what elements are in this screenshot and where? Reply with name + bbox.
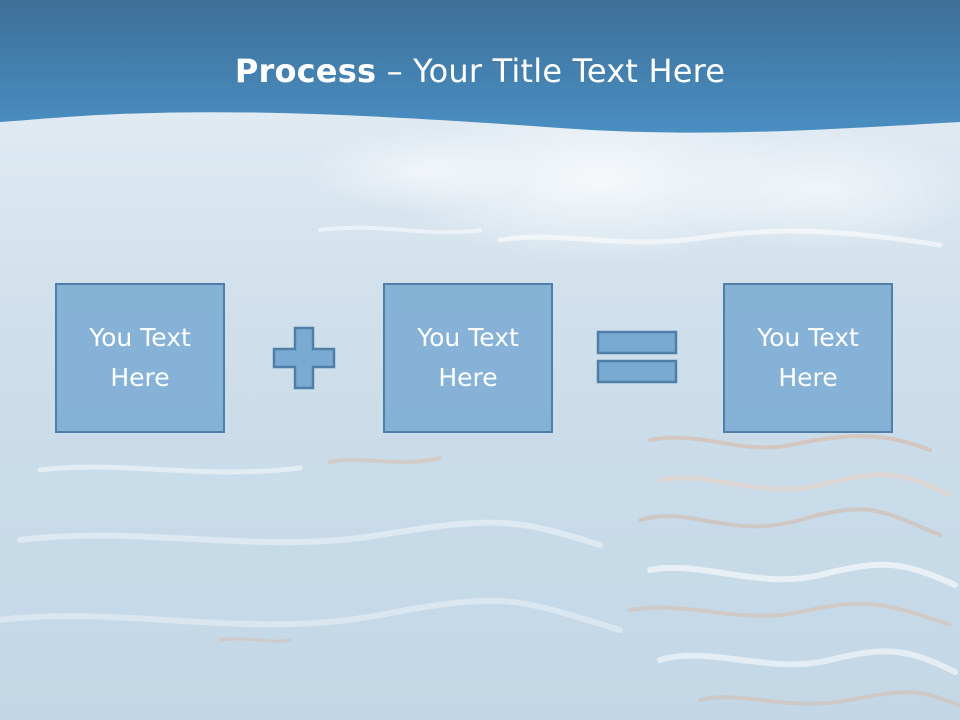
equals-icon (596, 330, 678, 384)
text-box-3[interactable]: You Text Here (723, 283, 893, 433)
slide-title: Process – Your Title Text Here (0, 52, 960, 90)
header-band (0, 0, 960, 133)
title-rest: – Your Title Text Here (376, 52, 726, 90)
plus-icon (272, 326, 336, 390)
text-box-1[interactable]: You Text Here (55, 283, 225, 433)
title-bold: Process (234, 52, 377, 90)
text-box-2[interactable]: You Text Here (383, 283, 553, 433)
